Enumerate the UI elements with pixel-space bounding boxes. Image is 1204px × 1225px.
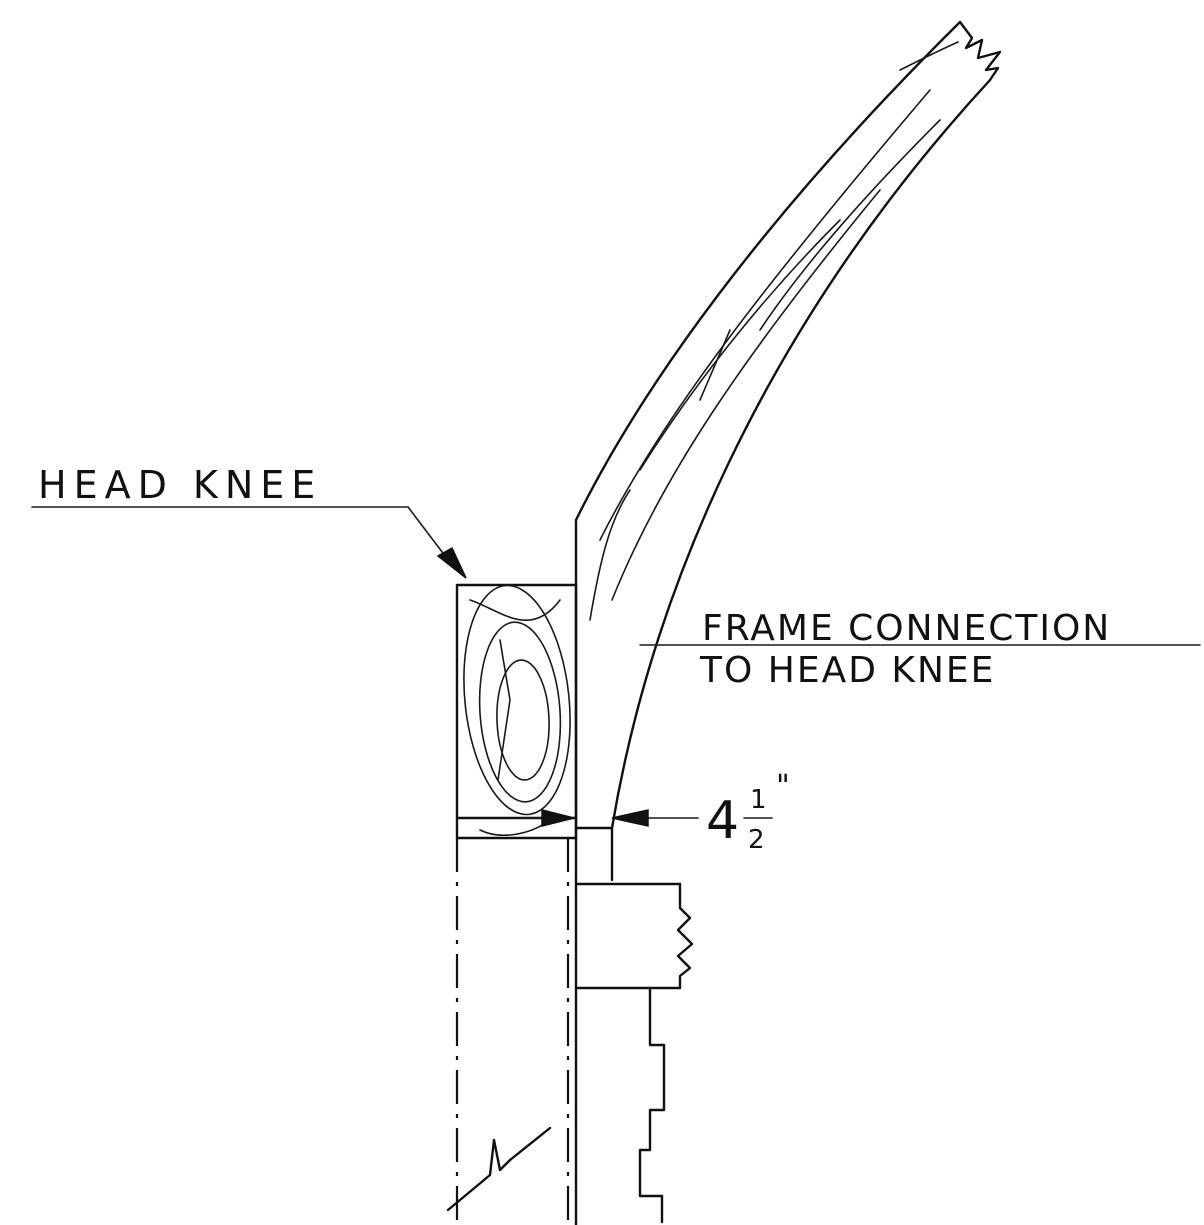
frame-connection-label-line2: TO HEAD KNEE <box>699 650 995 691</box>
curved-frame <box>574 20 1002 882</box>
frame-connection-label-line1: FRAME CONNECTION <box>702 608 1111 649</box>
head-knee-block <box>455 583 578 840</box>
head-knee-leader <box>31 506 467 579</box>
frame-post <box>574 518 682 1225</box>
dimension-arrow-left <box>541 809 575 827</box>
lower-structure <box>446 838 694 1225</box>
dimension-denominator: 2 <box>748 825 765 855</box>
dimension-arrow-right <box>611 809 649 827</box>
dimension-numerator: 1 <box>750 785 767 815</box>
dimension-unit-mark: " <box>776 769 790 804</box>
dimension-line <box>519 809 699 827</box>
head-knee-label: HEAD KNEE <box>38 463 322 507</box>
dimension-whole: 4 <box>706 791 739 851</box>
dimension-label: 4 1 2 " <box>706 769 790 855</box>
